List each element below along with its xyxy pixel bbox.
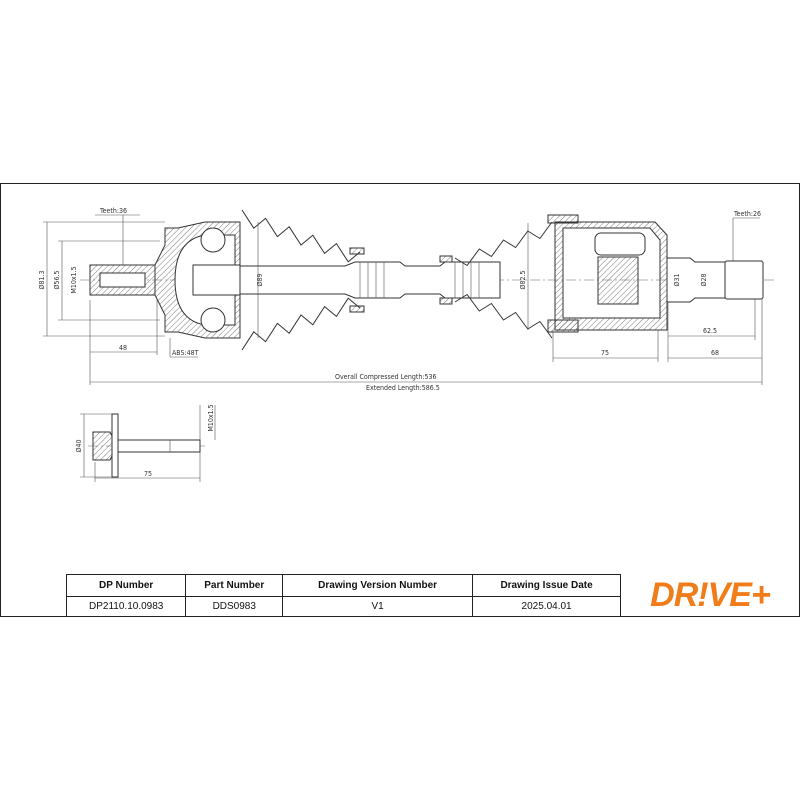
inner-boot-bottom: [454, 293, 553, 339]
dimensions: Teeth:36 Ø81.3 Ø56.5 M10x1.5 Ø89 48 ABS:…: [38, 207, 763, 392]
bolt-thread-label: M10x1.5: [207, 404, 215, 431]
part-number-value: DDS0983: [185, 596, 284, 617]
header-drawing-version: Drawing Version Number: [282, 574, 474, 597]
tripod-roller: [594, 232, 646, 256]
dim-75-label: 75: [601, 349, 609, 357]
dia-81-3-label: Ø81.3: [38, 271, 46, 290]
bolt-shank: [117, 439, 201, 453]
bolt-length-label: 75: [144, 470, 152, 478]
dia-82-5-label: Ø82.5: [519, 271, 527, 290]
outer-boot-bottom: [241, 297, 361, 351]
dia-28-label: Ø28: [700, 274, 708, 287]
bolt-head: [92, 431, 113, 461]
bolt-dia-40-label: Ø40: [75, 440, 83, 453]
stub-spline: [724, 260, 764, 300]
inner-boot-top: [454, 221, 553, 267]
dp-number-value: DP2110.10.0983: [65, 596, 187, 617]
drive-plus-logo: DR!VE+: [650, 575, 771, 614]
dia-89-label: Ø89: [256, 274, 264, 287]
dim-68-label: 68: [711, 349, 719, 357]
cv-ball: [200, 227, 226, 253]
boot-clamp: [349, 305, 365, 313]
dia-31-label: Ø31: [673, 274, 681, 287]
bolt-detail: Ø40 M10x1.5 75: [75, 404, 216, 482]
title-block: DP Number Part Number Drawing Version Nu…: [65, 574, 621, 617]
hub-bore: [99, 272, 146, 288]
dim-48-label: 48: [119, 344, 127, 352]
boot-clamp: [349, 247, 365, 255]
bolt-washer: [111, 413, 119, 478]
header-dp-number: DP Number: [65, 574, 187, 597]
header-issue-date: Drawing Issue Date: [472, 574, 621, 597]
drawing-frame: [0, 183, 800, 617]
abs-label: ABS:48T: [172, 349, 199, 357]
cv-ball: [200, 307, 226, 333]
drawing-version-value: V1: [282, 596, 474, 617]
drive-shaft-assembly: [80, 209, 775, 351]
right-teeth-label: Teeth:26: [733, 210, 761, 218]
dia-56-5-label: Ø56.5: [53, 271, 61, 290]
overall-length-label: Overall Compressed Length:536: [335, 373, 437, 381]
extended-length-label: Extended Length:586.5: [366, 384, 440, 392]
header-part-number: Part Number: [185, 574, 284, 597]
dim-62-5-label: 62.5: [703, 327, 717, 335]
tripod-spider: [597, 256, 639, 305]
boot-clamp: [439, 297, 453, 305]
boot-clamp: [439, 255, 453, 263]
left-thread-label: M10x1.5: [70, 266, 78, 293]
outer-boot-top: [241, 209, 361, 263]
left-teeth-label: Teeth:36: [99, 207, 127, 215]
issue-date-value: 2025.04.01: [472, 596, 621, 617]
shaft: [239, 261, 501, 299]
